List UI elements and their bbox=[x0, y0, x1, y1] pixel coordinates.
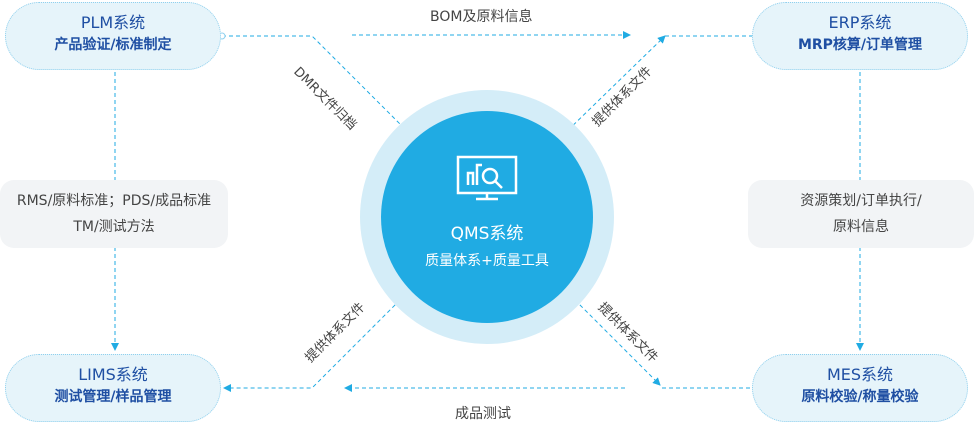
lims-node[interactable]: LIMS系统 测试管理/样品管理 bbox=[5, 354, 221, 422]
bom-flow-label: BOM及原料信息 bbox=[430, 9, 533, 25]
left-note-line1: RMS/原料标准；PDS/成品标准 bbox=[16, 193, 212, 209]
mes-node[interactable]: MES系统 原料校验/称量校验 bbox=[752, 354, 968, 422]
left-note-line2: TM/测试方法 bbox=[73, 219, 155, 235]
right-side-note: 资源策划/订单执行/ 原料信息 bbox=[748, 180, 974, 248]
mes-subtitle: 原料校验/称量校验 bbox=[801, 389, 919, 405]
erp-subtitle: MRP核算/订单管理 bbox=[797, 37, 923, 53]
plm-subtitle: 产品验证/标准制定 bbox=[54, 37, 172, 53]
right-note-line2: 原料信息 bbox=[833, 219, 889, 235]
right-note-line1: 资源策划/订单执行/ bbox=[800, 193, 922, 209]
qms-center-node[interactable]: QMS系统 质量体系+质量工具 bbox=[381, 111, 593, 323]
lims-title: LIMS系统 bbox=[78, 365, 148, 384]
erp-title: ERP系统 bbox=[828, 13, 892, 32]
qms-to-lims-line bbox=[223, 289, 411, 392]
monitor-chart-search-icon bbox=[381, 155, 593, 209]
plm-title: PLM系统 bbox=[80, 13, 146, 32]
test-flow-label: 成品测试 bbox=[455, 406, 511, 422]
plm-to-qms-line bbox=[222, 35, 411, 135]
left-side-note: RMS/原料标准；PDS/成品标准 TM/测试方法 bbox=[0, 180, 228, 248]
mes-title: MES系统 bbox=[826, 365, 894, 384]
lims-subtitle: 测试管理/样品管理 bbox=[54, 389, 172, 405]
qms-to-mes-line bbox=[564, 289, 661, 386]
plm-node[interactable]: PLM系统 产品验证/标准制定 bbox=[5, 2, 221, 70]
qms-to-erp-line bbox=[562, 35, 666, 136]
center-subtitle: 质量体系+质量工具 bbox=[425, 253, 549, 269]
erp-node[interactable]: ERP系统 MRP核算/订单管理 bbox=[752, 2, 968, 70]
center-title: QMS系统 bbox=[450, 224, 524, 244]
